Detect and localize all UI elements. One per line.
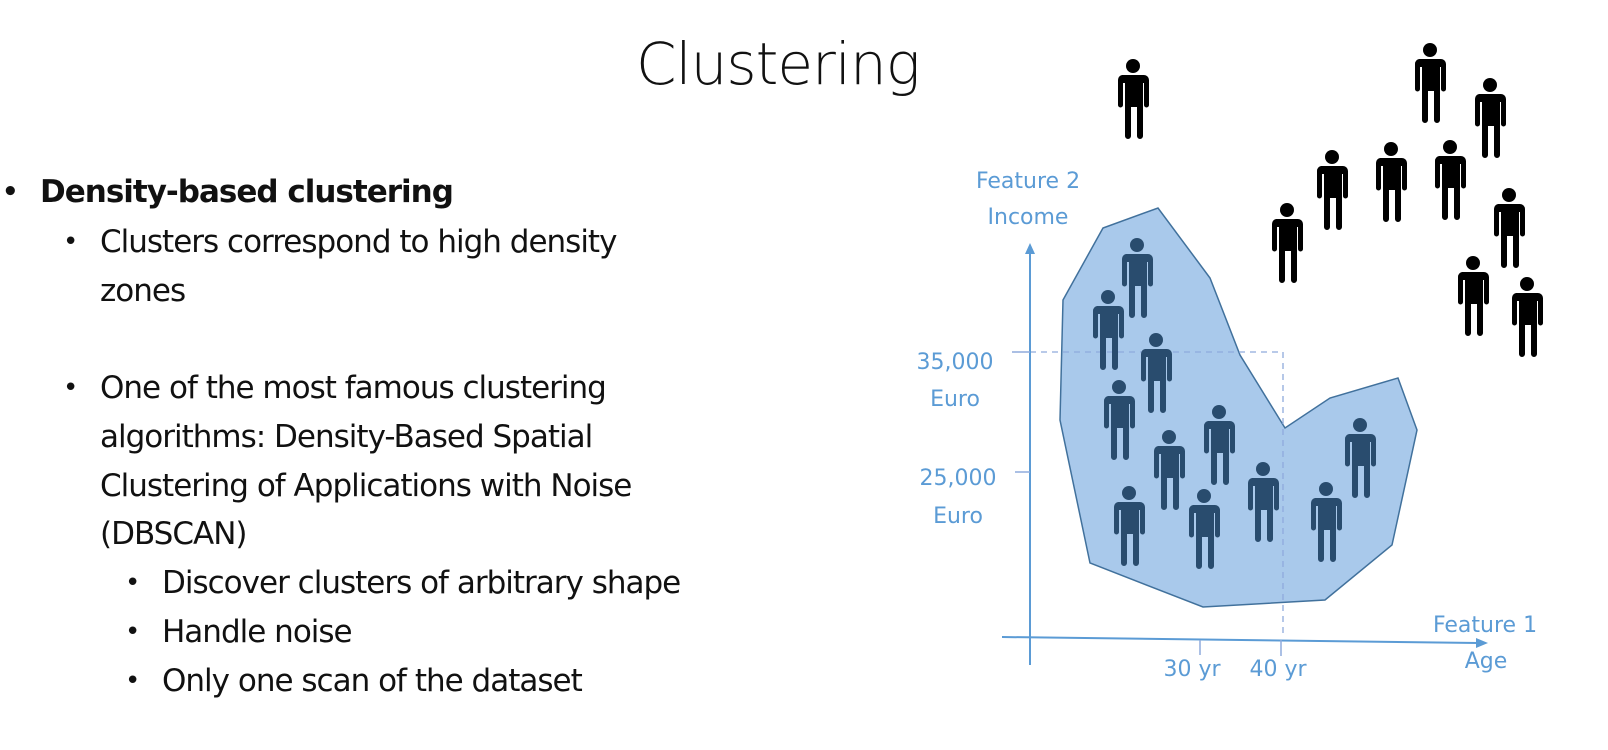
bullet-dbscan-line3: Clustering of Applications with Noise bbox=[100, 468, 632, 504]
y-axis-arrow bbox=[1025, 243, 1035, 254]
x-axis bbox=[1001, 636, 1479, 644]
x-axis-label-line2: Age bbox=[1465, 649, 1508, 674]
y-axis-label-line2: Income bbox=[988, 205, 1069, 230]
y-tick-label-25000: 25,000 bbox=[920, 466, 997, 491]
noise-person-icon bbox=[1434, 140, 1466, 220]
bullet-one-scan: • Only one scan of the dataset bbox=[125, 657, 583, 705]
slide-title: Clustering bbox=[636, 30, 921, 98]
noise-person-icon bbox=[1117, 59, 1149, 139]
x-axis-arrow bbox=[1476, 638, 1488, 648]
bullet-dot: • bbox=[63, 227, 78, 257]
x-tick-label-40yr: 40 yr bbox=[1249, 657, 1307, 682]
bullet-high-density-cont: zones bbox=[100, 273, 186, 309]
bullet-dot: • bbox=[63, 373, 78, 403]
noise-person-icon bbox=[1474, 78, 1506, 158]
x-tick-label-30yr: 30 yr bbox=[1163, 657, 1221, 682]
bullet-dbscan: • One of the most famous clustering bbox=[63, 364, 607, 412]
bullet-dot: • bbox=[125, 666, 140, 696]
noise-person-icon bbox=[1414, 43, 1446, 123]
noise-person-icon bbox=[1271, 203, 1303, 283]
bullet-arbitrary-shape: • Discover clusters of arbitrary shape bbox=[125, 559, 681, 607]
y-tick-unit-25000: Euro bbox=[933, 504, 983, 529]
x-axis-label-line1: Feature 1 bbox=[1433, 613, 1537, 638]
bullet-density-based: • Density-based clustering bbox=[2, 168, 454, 216]
noise-person-icon bbox=[1457, 256, 1489, 336]
noise-person-icon bbox=[1511, 277, 1543, 357]
bullet-dot: • bbox=[125, 568, 140, 598]
bullet-dot: • bbox=[125, 617, 140, 647]
noise-person-icon bbox=[1493, 188, 1525, 268]
bullet-high-density: • Clusters correspond to high density bbox=[63, 218, 617, 266]
y-axis-label-line1: Feature 2 bbox=[976, 169, 1080, 194]
noise-person-icon bbox=[1316, 150, 1348, 230]
bullet-dot: • bbox=[2, 177, 19, 207]
y-tick-unit-35000: Euro bbox=[930, 387, 980, 412]
bullet-dbscan-line2: algorithms: Density-Based Spatial bbox=[100, 419, 593, 455]
noise-person-icon bbox=[1375, 142, 1407, 222]
bullet-dbscan-line4: (DBSCAN) bbox=[100, 516, 248, 552]
y-tick-label-35000: 35,000 bbox=[917, 350, 994, 375]
bullet-handle-noise: • Handle noise bbox=[125, 608, 353, 656]
